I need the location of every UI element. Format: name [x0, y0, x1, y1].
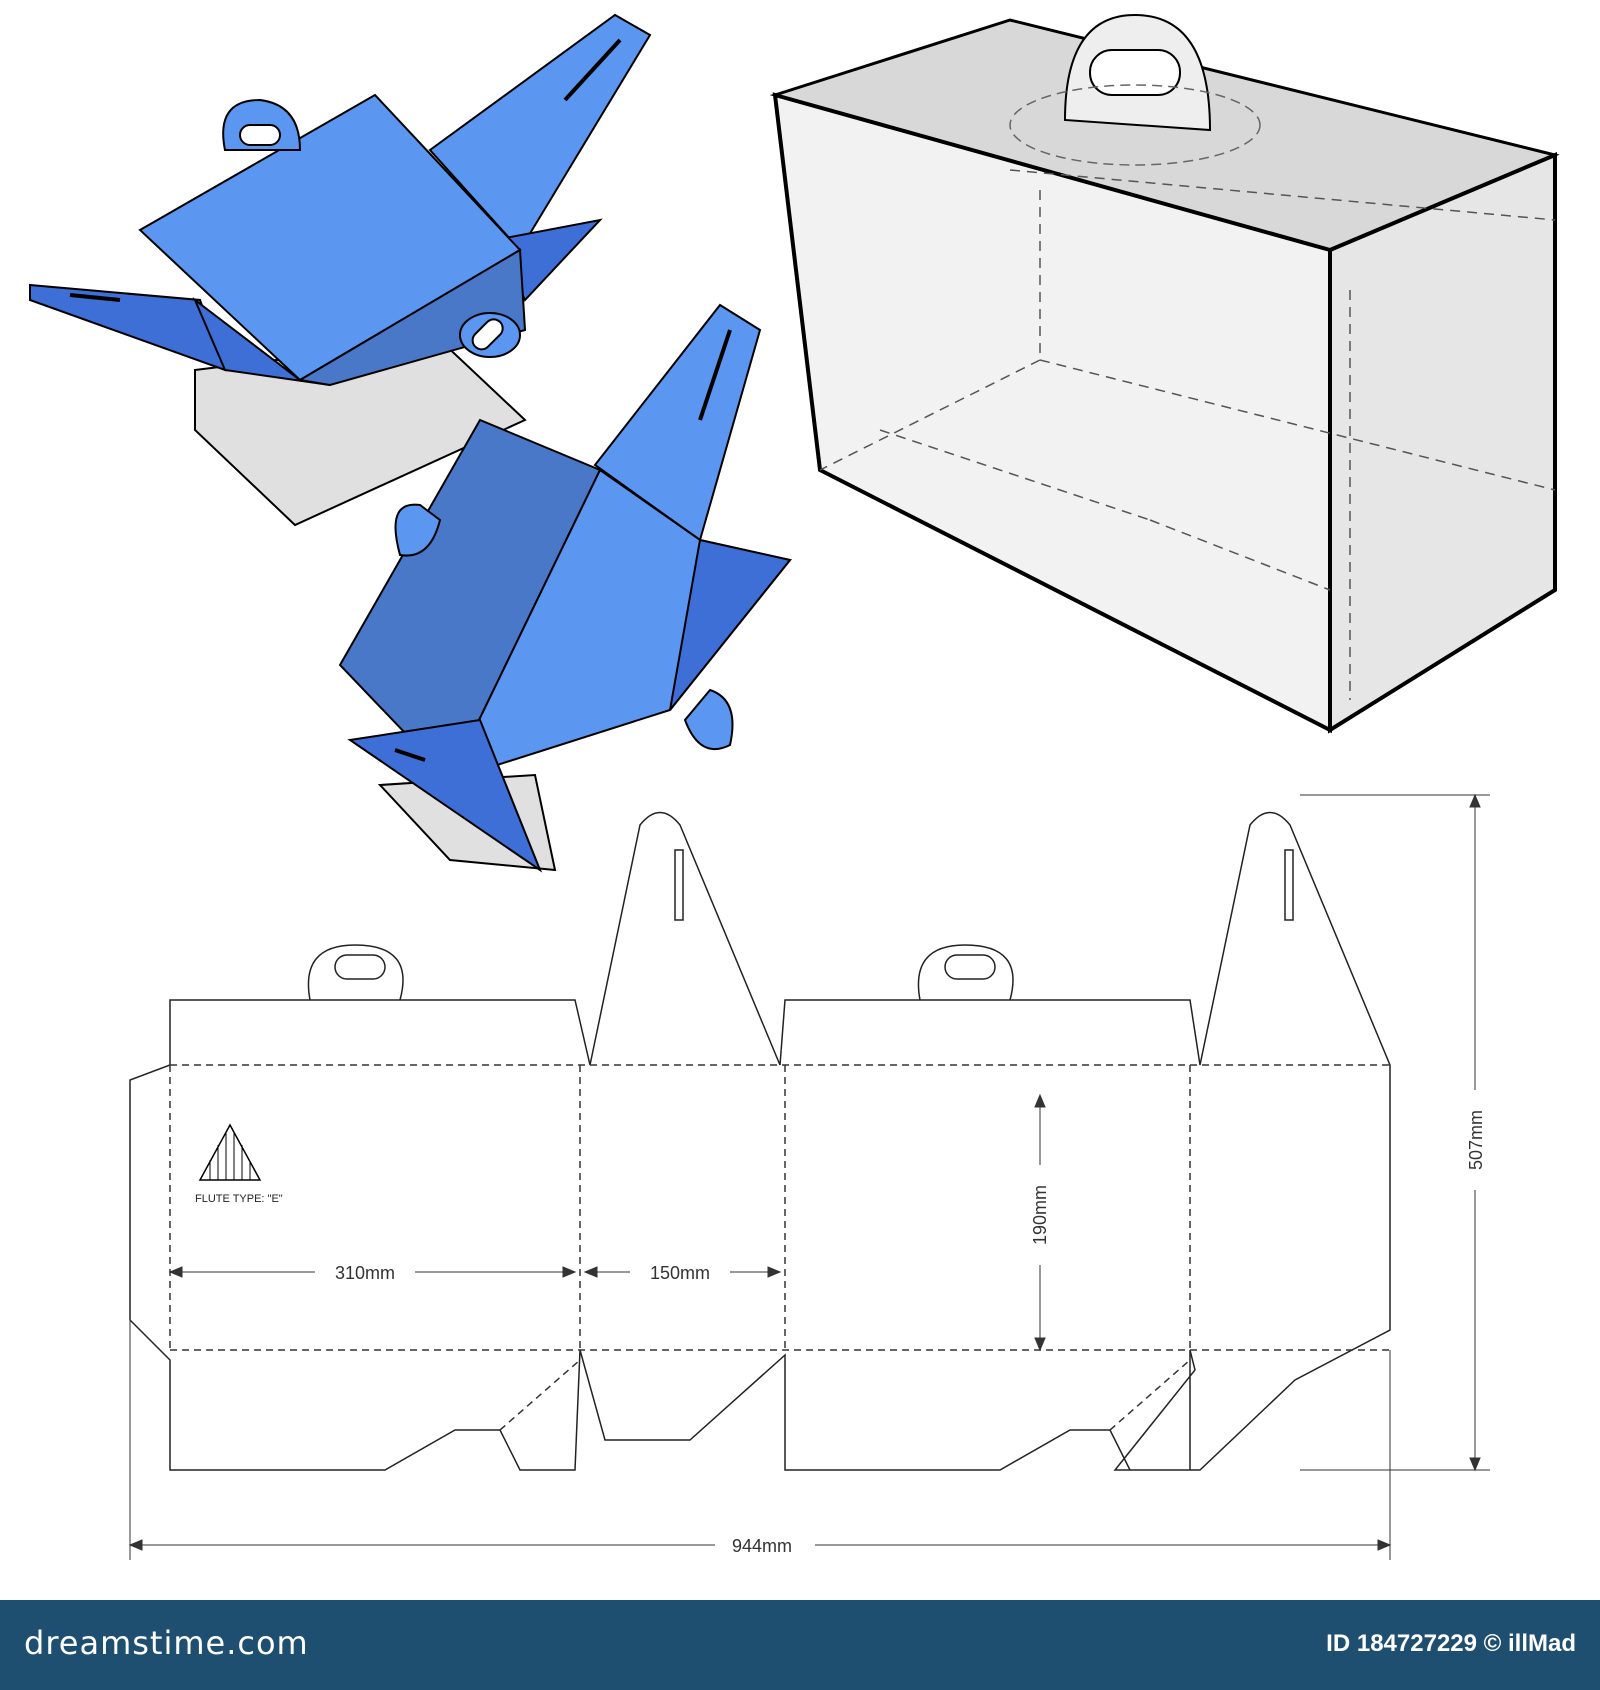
stock-id-label: ID 184727229 © illMad: [1326, 1630, 1576, 1657]
flute-type-label: FLUTE TYPE: "E": [195, 1193, 283, 1205]
footer-bar: dreamstime.com ID 184727229 © illMad: [0, 1600, 1600, 1690]
brand-logo: dreamstime.com: [24, 1624, 309, 1662]
assembled-box-3d: [769, 13, 1560, 734]
box-template-diagram: FLUTE TYPE: "E" 310mm 150mm 190mm 507mm …: [29, 13, 1560, 1560]
dim-width-label: 150mm: [650, 1263, 710, 1283]
dieline: [129, 811, 1391, 1471]
dim-total-height-label: 507mm: [1466, 1110, 1486, 1170]
folding-box-step-2: [338, 303, 792, 873]
dim-length-label: 310mm: [335, 1263, 395, 1283]
dim-total-width-label: 944mm: [732, 1536, 792, 1556]
folding-box-step-1: [29, 13, 652, 527]
dim-height-label: 190mm: [1030, 1185, 1050, 1245]
dimension-lines: [128, 793, 1490, 1560]
